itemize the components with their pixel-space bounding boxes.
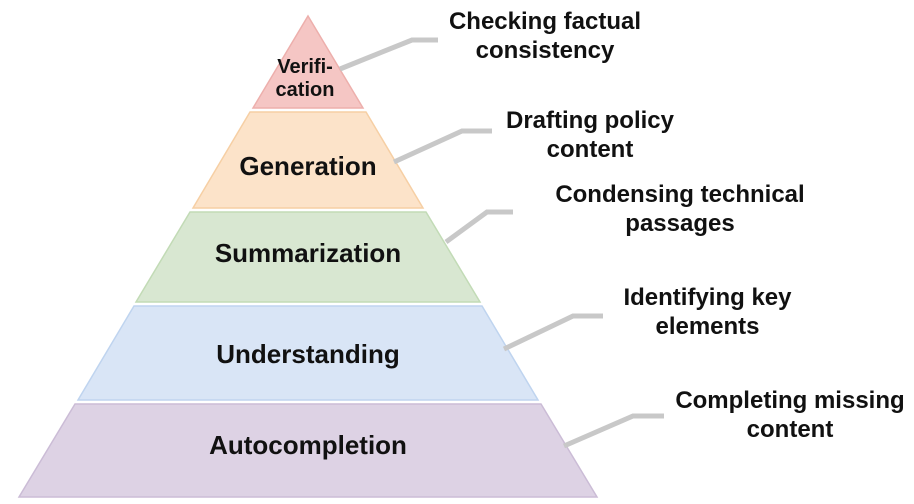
- layer-label-verification: Verifi- cation: [275, 56, 335, 101]
- layer-shape-autocompletion: [17, 403, 599, 498]
- layer-shape-summarization: [134, 211, 482, 303]
- connector-line-generation: [392, 128, 492, 165]
- layer-shape-generation: [191, 111, 425, 209]
- annotation-understanding-example: Identifying key elements: [623, 284, 792, 340]
- annotation-summarization-example: Condensing technical passages: [555, 181, 805, 237]
- annotation-generation-example: Drafting policy content: [505, 107, 674, 163]
- layer-label-summarization: Summarization: [214, 238, 402, 268]
- connector-line-verification: [339, 37, 438, 72]
- annotation-verification-example: Checking factual consistency: [448, 8, 642, 64]
- layer-shape-understanding: [76, 305, 540, 401]
- layer-shape-verification: [251, 14, 365, 109]
- connector-line-summarization: [444, 209, 513, 245]
- layer-label-generation: Generation: [239, 151, 377, 181]
- connector-line-autocompletion: [563, 413, 664, 449]
- connector-line-understanding: [502, 313, 603, 352]
- annotation-autocompletion-example: Completing missing content: [675, 387, 905, 443]
- layer-label-understanding: Understanding: [216, 339, 400, 369]
- layer-label-autocompletion: Autocompletion: [209, 430, 407, 460]
